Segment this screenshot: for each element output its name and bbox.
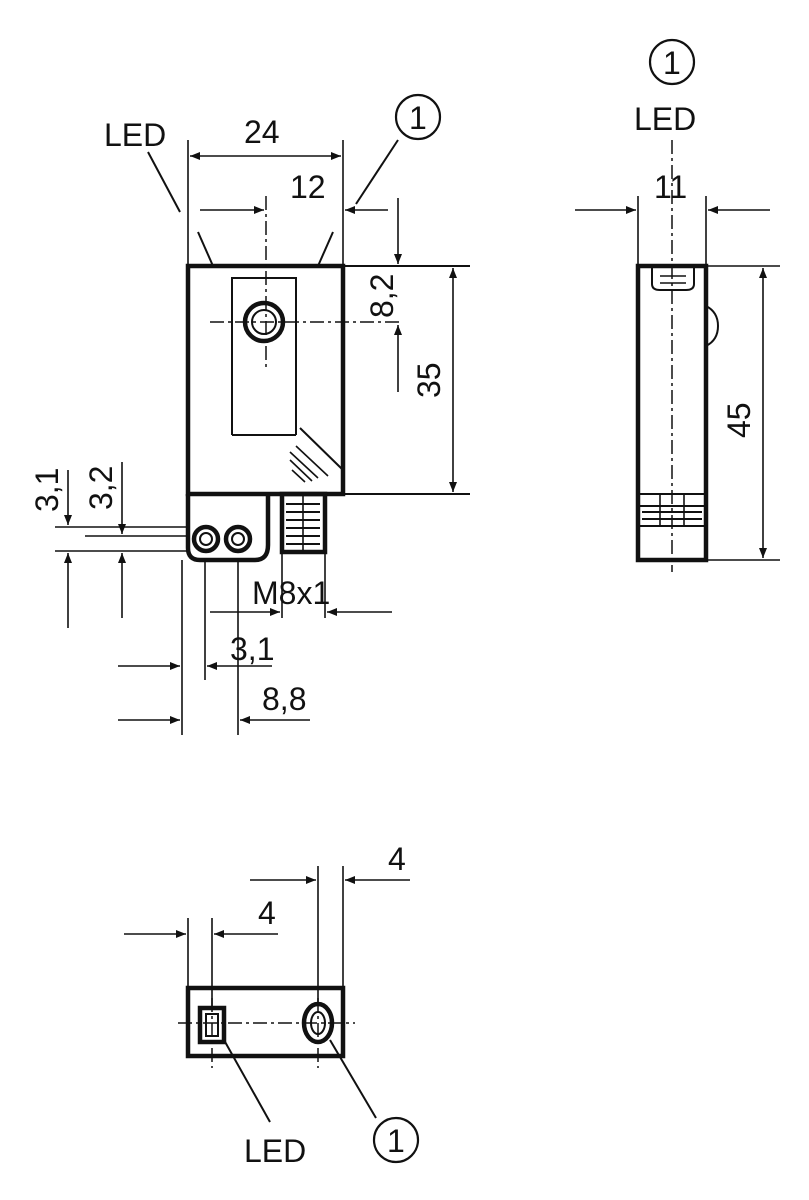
front-view: 24 12 8,2 35 3,1 3,2 M8x1 3,1 8,8	[29, 93, 470, 735]
front-callout-label: 1	[409, 100, 427, 136]
dim-11-label: 11	[654, 169, 687, 205]
dim-8-8-label: 8,8	[262, 681, 306, 717]
m8-connector	[279, 491, 328, 555]
dim-24-label: 24	[244, 114, 280, 150]
bottom-housing	[185, 985, 346, 1059]
front-led-label: LED	[104, 117, 166, 153]
dim-3-2-label: 3,2	[83, 466, 119, 510]
dim-4-left-label: 4	[258, 895, 276, 931]
bottom-led-label: LED	[244, 1133, 306, 1169]
dim-4-top-label: 4	[388, 841, 406, 877]
dim-45-label: 45	[721, 402, 757, 438]
side-led-label: LED	[634, 101, 696, 137]
dim-3-1-left-label: 3,1	[29, 468, 65, 512]
side-view: 11 45 LED 1	[575, 38, 780, 572]
front-optics-window	[231, 277, 297, 435]
dim-35-label: 35	[411, 362, 447, 398]
front-mount-flange	[185, 494, 271, 563]
dim-12-label: 12	[290, 169, 326, 205]
dim-8-2-label: 8,2	[364, 274, 400, 318]
bottom-view: 4 4 LED 1	[124, 841, 420, 1169]
side-led-lens	[651, 268, 695, 291]
side-callout	[648, 38, 696, 86]
dim-m8x1-label: M8x1	[252, 575, 330, 611]
side-callout-label: 1	[663, 45, 681, 81]
front-knurl	[289, 427, 344, 483]
front-callout	[394, 93, 442, 141]
dim-3-1-bottom-label: 3,1	[230, 631, 274, 667]
bottom-callout	[372, 1116, 420, 1164]
bottom-callout-label: 1	[387, 1123, 405, 1159]
